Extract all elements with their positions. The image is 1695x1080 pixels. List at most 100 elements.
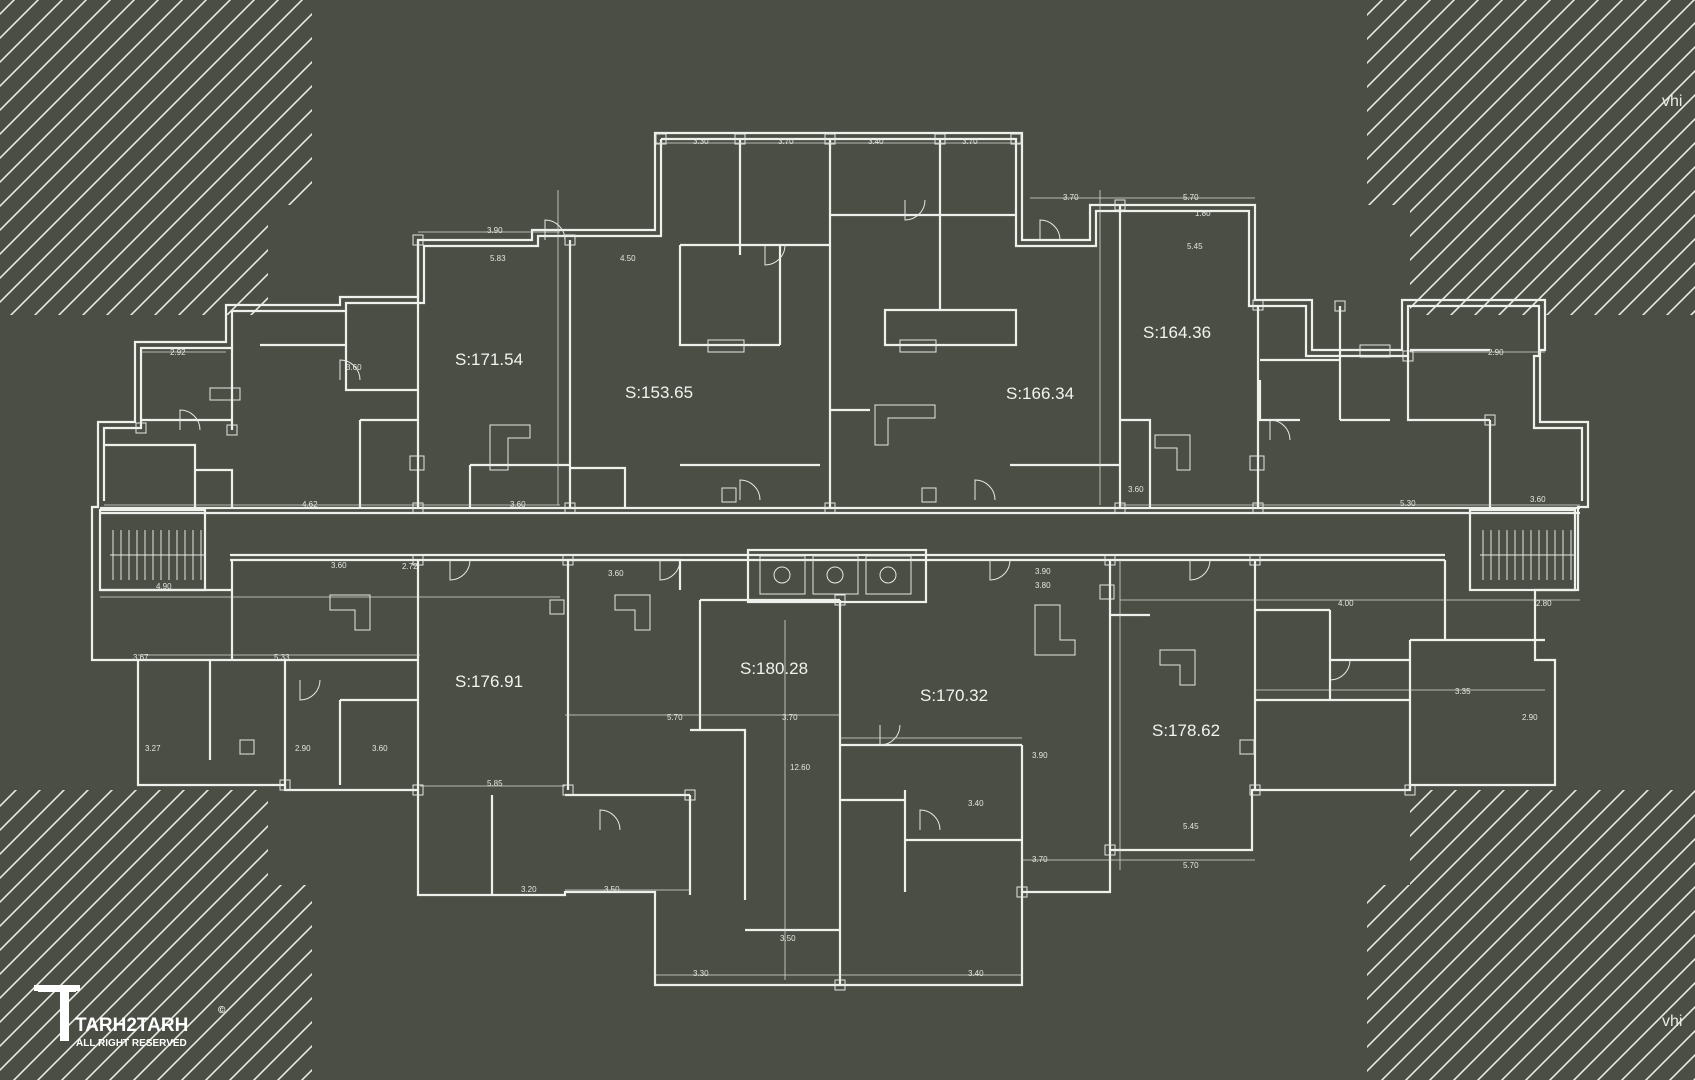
column-marker: [1404, 784, 1416, 796]
column-marker: [834, 594, 846, 606]
dim-label: 3.30: [693, 969, 709, 978]
dim-label: 3.40: [968, 799, 984, 808]
door-swing: [879, 724, 901, 746]
door-swing: [989, 559, 1011, 581]
door-swing: [339, 359, 361, 381]
dim-label: 3.90: [1032, 751, 1048, 760]
dim-label: 4.90: [156, 582, 172, 591]
column-marker: [564, 502, 576, 514]
door-swing: [299, 679, 321, 701]
column-marker: [1104, 554, 1116, 566]
column-marker: [1402, 350, 1414, 362]
corner-mark-bottom: vhi: [1662, 1013, 1682, 1030]
dim-label: 5.70: [667, 713, 683, 722]
area-label-unit-3: S:166.34: [1006, 384, 1074, 403]
dim-label: 2.90: [295, 744, 311, 753]
dim-label: 12.60: [790, 763, 811, 772]
fixtures: [209, 339, 1391, 755]
dim-label: 3.60: [346, 363, 362, 372]
upper-interior-walls: [104, 139, 1492, 508]
column-marker: [279, 779, 291, 791]
area-label-unit-7: S:170.32: [920, 686, 988, 705]
dim-label: 3.40: [868, 137, 884, 146]
dim-label: 5.33: [274, 653, 290, 662]
door-swing: [449, 559, 471, 581]
area-labels: S:171.54 S:153.65 S:166.34 S:164.36 S:17…: [455, 323, 1220, 740]
door-swing: [904, 199, 926, 221]
column-marker: [562, 784, 574, 796]
building-outline: [90, 131, 1590, 987]
dim-label: 5.83: [490, 254, 506, 263]
column-marker: [1249, 784, 1261, 796]
dim-label: 3.60: [1128, 485, 1144, 494]
column-marker: [824, 133, 836, 145]
dim-label: 3.80: [1035, 581, 1051, 590]
door-swing: [659, 559, 681, 581]
column-marker: [824, 502, 836, 514]
area-label-unit-6: S:180.28: [740, 659, 808, 678]
dim-label: 2.72: [402, 562, 418, 571]
area-label-unit-2: S:153.65: [625, 383, 693, 402]
lower-interior-walls: [100, 558, 1545, 985]
dim-label: 3.35: [1455, 687, 1471, 696]
column-marker: [734, 133, 746, 145]
dim-label: 5.30: [1400, 499, 1416, 508]
door-swing: [764, 244, 786, 266]
column-marker: [1249, 554, 1261, 566]
dim-label: 3.60: [372, 744, 388, 753]
column-marker: [412, 502, 424, 514]
column-marker: [1104, 844, 1116, 856]
door-swing: [1189, 559, 1211, 581]
dim-label: 2.90: [1522, 713, 1538, 722]
column-marker: [564, 234, 576, 246]
central-corridor: [100, 506, 1580, 562]
column-marker: [1252, 502, 1264, 514]
dim-label: 5.85: [487, 779, 503, 788]
dim-label: 3.20: [521, 885, 537, 894]
dim-label: 5.45: [1187, 242, 1203, 251]
door-swing: [1039, 219, 1061, 241]
tarh2tarh-logo: TARH2TARH ALL RIGHT RESERVED ©: [34, 985, 226, 1049]
door-swing: [1269, 419, 1291, 441]
dim-label: 5.70: [1183, 861, 1199, 870]
dim-label: 5.70: [1183, 193, 1199, 202]
dim-label: 3.90: [487, 226, 503, 235]
column-marker: [1114, 199, 1126, 211]
door-swing: [919, 809, 941, 831]
dim-label: 3.40: [968, 969, 984, 978]
column-marker: [562, 554, 574, 566]
door-swing: [599, 809, 621, 831]
dim-label: 2.80: [1536, 599, 1552, 608]
dimension-lines: [100, 142, 1580, 980]
dim-label: 3.30: [693, 137, 709, 146]
stair-right: [1468, 508, 1577, 592]
dim-label: 1.80: [1195, 209, 1211, 218]
structural-columns: [135, 133, 1496, 991]
column-marker: [135, 422, 147, 434]
corner-mark-top: vhi: [1662, 93, 1682, 110]
dim-label: 3.50: [780, 934, 796, 943]
column-marker: [412, 784, 424, 796]
door-swing: [739, 479, 761, 501]
column-marker: [1016, 886, 1028, 898]
door-swing: [1329, 659, 1351, 681]
dim-label: 4.62: [302, 500, 318, 509]
column-logo-icon: [34, 985, 80, 1041]
dim-label: 3.90: [1035, 567, 1051, 576]
column-marker: [1484, 414, 1496, 426]
column-marker: [834, 979, 846, 991]
column-marker: [1010, 133, 1022, 145]
logo-tagline: ALL RIGHT RESERVED: [76, 1038, 187, 1049]
dim-label: 3.70: [1032, 855, 1048, 864]
column-marker: [934, 133, 946, 145]
area-label-unit-5: S:176.91: [455, 672, 523, 691]
dim-label: 3.60: [608, 569, 624, 578]
dim-label: 3.27: [145, 744, 161, 753]
door-swing: [974, 479, 996, 501]
dim-label: 3.67: [133, 653, 149, 662]
logo-name: TARH2TARH: [75, 1015, 188, 1036]
